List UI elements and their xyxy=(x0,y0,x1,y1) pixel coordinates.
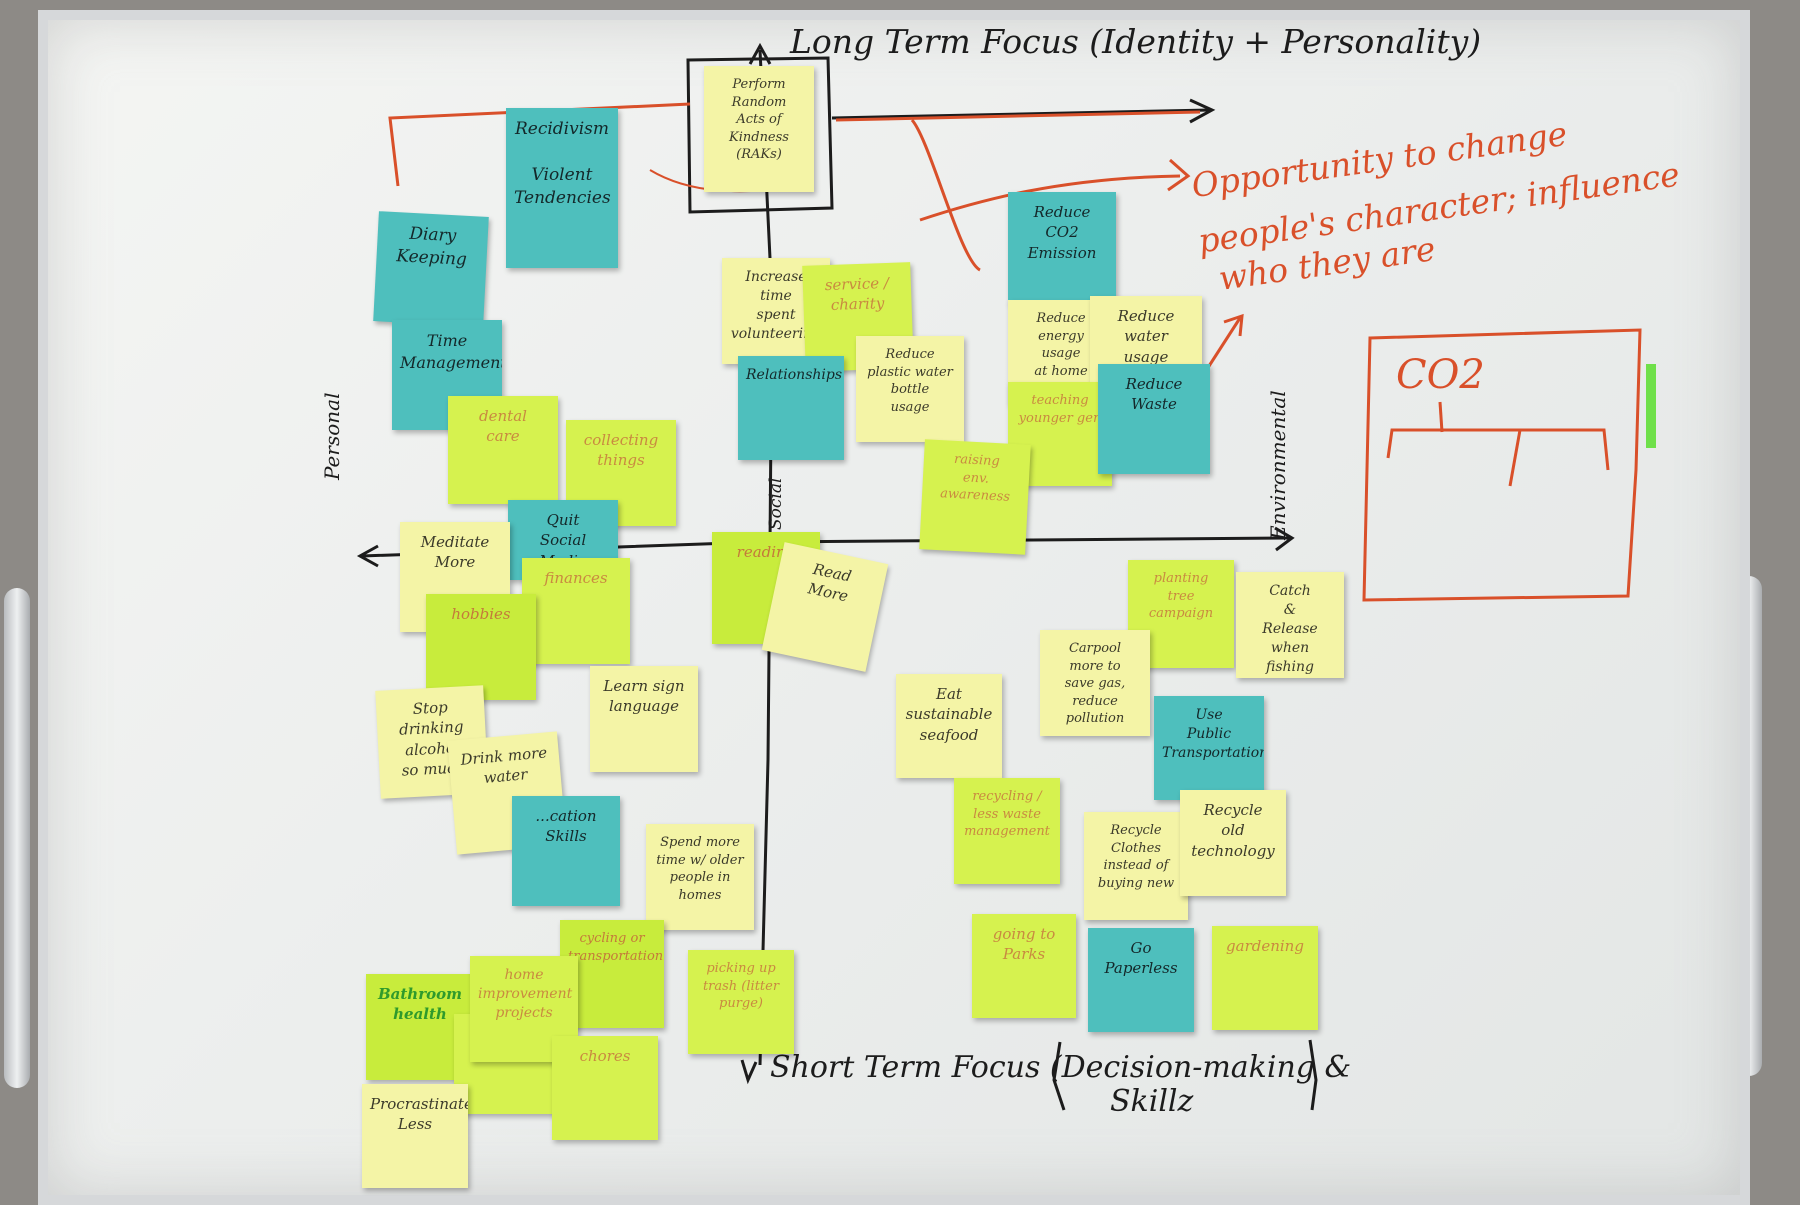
sticky-note: Diary Keeping xyxy=(373,211,489,327)
sticky-note: Learn sign language xyxy=(590,666,698,772)
sticky-note: recycling / less waste management xyxy=(954,778,1060,884)
sticky-note: Recycle Clothes instead of buying new xyxy=(1084,812,1188,920)
sticky-note: raising env. awareness xyxy=(919,439,1031,555)
sticky-note: chores xyxy=(552,1036,658,1140)
left-board-rail xyxy=(4,588,30,1088)
sticky-note: Recycle old technology xyxy=(1180,790,1286,896)
sticky-note: finances xyxy=(522,558,630,664)
whiteboard xyxy=(38,10,1750,1205)
sticky-note: Go Paperless xyxy=(1088,928,1194,1032)
sticky-note: Carpool more to save gas, reduce polluti… xyxy=(1040,630,1150,736)
long-term-focus-label: Long Term Focus (Identity + Personality) xyxy=(790,22,1482,61)
sticky-note: Procrastinate Less xyxy=(362,1084,468,1188)
short-term-focus-label-2: Skillz xyxy=(1110,1084,1194,1119)
sticky-note: dental care xyxy=(448,396,558,504)
sticky-note: Recidivism Violent Tendencies xyxy=(506,108,618,268)
sticky-note: Catch & Release when fishing xyxy=(1236,572,1344,678)
sticky-note: hobbies xyxy=(426,594,536,700)
sticky-note: Use Public Transportation xyxy=(1154,696,1264,800)
sticky-note: Perform Random Acts of Kindness (RAKs) xyxy=(704,66,814,192)
environmental-axis-label: Environmental xyxy=(1266,390,1290,540)
sticky-note: Reduce plastic water bottle usage xyxy=(856,336,964,442)
green-marker-mark xyxy=(1646,364,1656,448)
sticky-note: Reduce Waste xyxy=(1098,364,1210,474)
sticky-note: Eat sustainable seafood xyxy=(896,674,1002,778)
sticky-note: Spend more time w/ older people in homes xyxy=(646,824,754,930)
co2-label: CO2 xyxy=(1396,352,1485,398)
sticky-note: ...cation Skills xyxy=(512,796,620,906)
sticky-note: picking up trash (litter purge) xyxy=(688,950,794,1054)
personal-axis-label: Personal xyxy=(320,392,344,480)
sticky-note: gardening xyxy=(1212,926,1318,1030)
sticky-note: Read More xyxy=(761,542,889,672)
social-axis-label: Social xyxy=(766,477,786,530)
short-term-focus-label: Short Term Focus (Decision-making & xyxy=(770,1050,1352,1085)
sticky-note: Relationships xyxy=(738,356,844,460)
sticky-note: going to Parks xyxy=(972,914,1076,1018)
sticky-note: Reduce CO2 Emission xyxy=(1008,192,1116,304)
